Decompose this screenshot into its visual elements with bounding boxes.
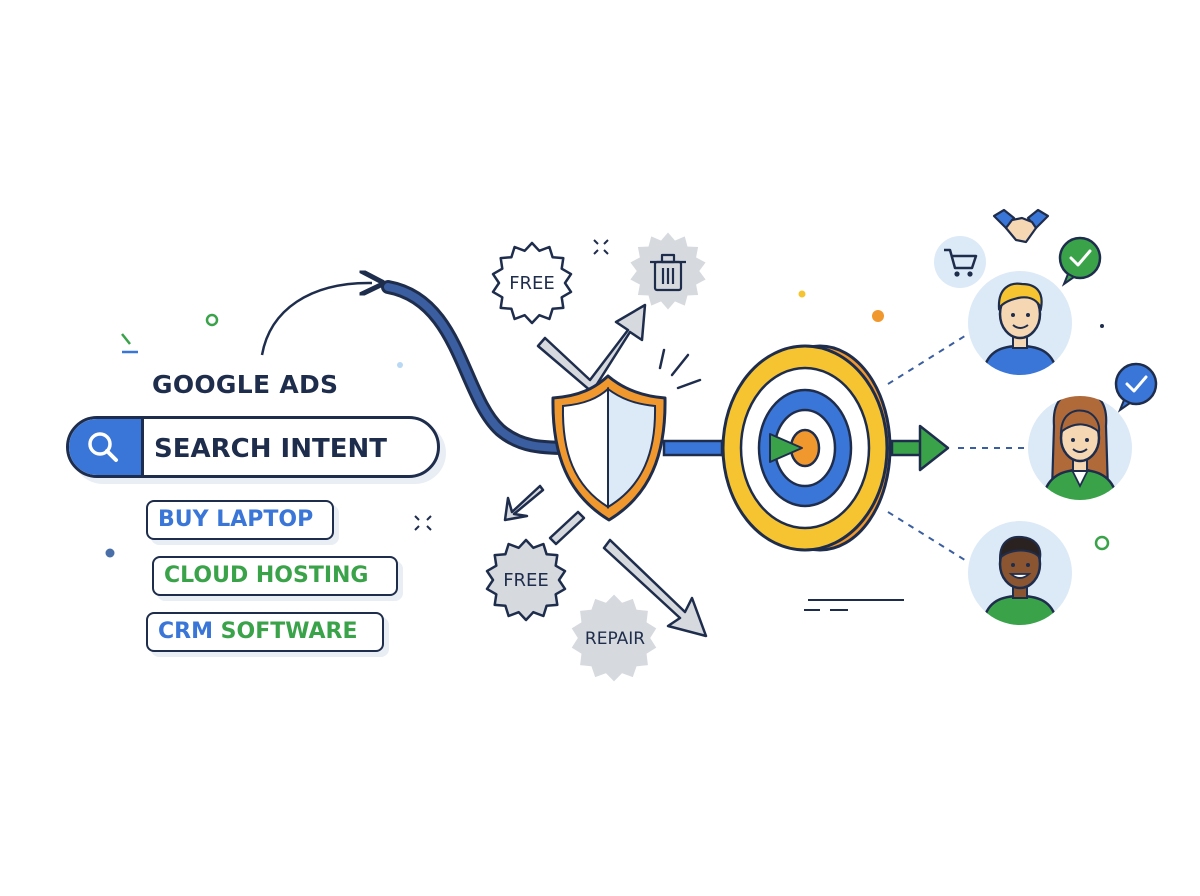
keyword-text: BUY LAPTOP [158, 507, 314, 532]
negative-badge-repair [571, 594, 657, 682]
badge-label: FREE [509, 273, 555, 294]
check-icon [1058, 236, 1102, 287]
keyword-text: CLOUD HOSTING [164, 563, 369, 588]
search-bar[interactable]: SEARCH INTENT [66, 416, 440, 478]
person-icon [968, 271, 1072, 375]
customer-connectors [887, 333, 1024, 563]
search-query[interactable]: SEARCH INTENT [154, 434, 387, 464]
deflected-arrows [503, 303, 708, 638]
search-icon [88, 432, 118, 462]
cart-icon [934, 236, 986, 288]
target-icon [721, 344, 892, 552]
decorative-dots [105, 239, 1110, 611]
handshake-icon [992, 208, 1050, 244]
badge-label: FREE [503, 570, 549, 591]
curved-arrow [260, 283, 372, 356]
negative-badge-free-1 [491, 241, 573, 325]
trash-icon [650, 253, 686, 292]
keyword-text-part: SOFTWARE [220, 619, 358, 644]
impact-lines [658, 348, 702, 390]
keyword-chip-2: CLOUD HOSTING [152, 556, 398, 596]
shield-icon [551, 374, 667, 522]
badge-label: REPAIR [584, 629, 646, 649]
keyword-chip-1: BUY LAPTOP [146, 500, 334, 540]
check-icon [1114, 362, 1158, 413]
negative-badge-free-2 [485, 538, 567, 622]
page-title: GOOGLE ADS [152, 370, 339, 399]
person-icon [1028, 396, 1132, 500]
keyword-text-part: CRM [158, 619, 213, 644]
output-arrow [890, 424, 950, 472]
search-button[interactable] [69, 419, 144, 475]
keyword-chip-3: CRM SOFTWARE [146, 612, 384, 652]
person-icon [968, 521, 1072, 625]
